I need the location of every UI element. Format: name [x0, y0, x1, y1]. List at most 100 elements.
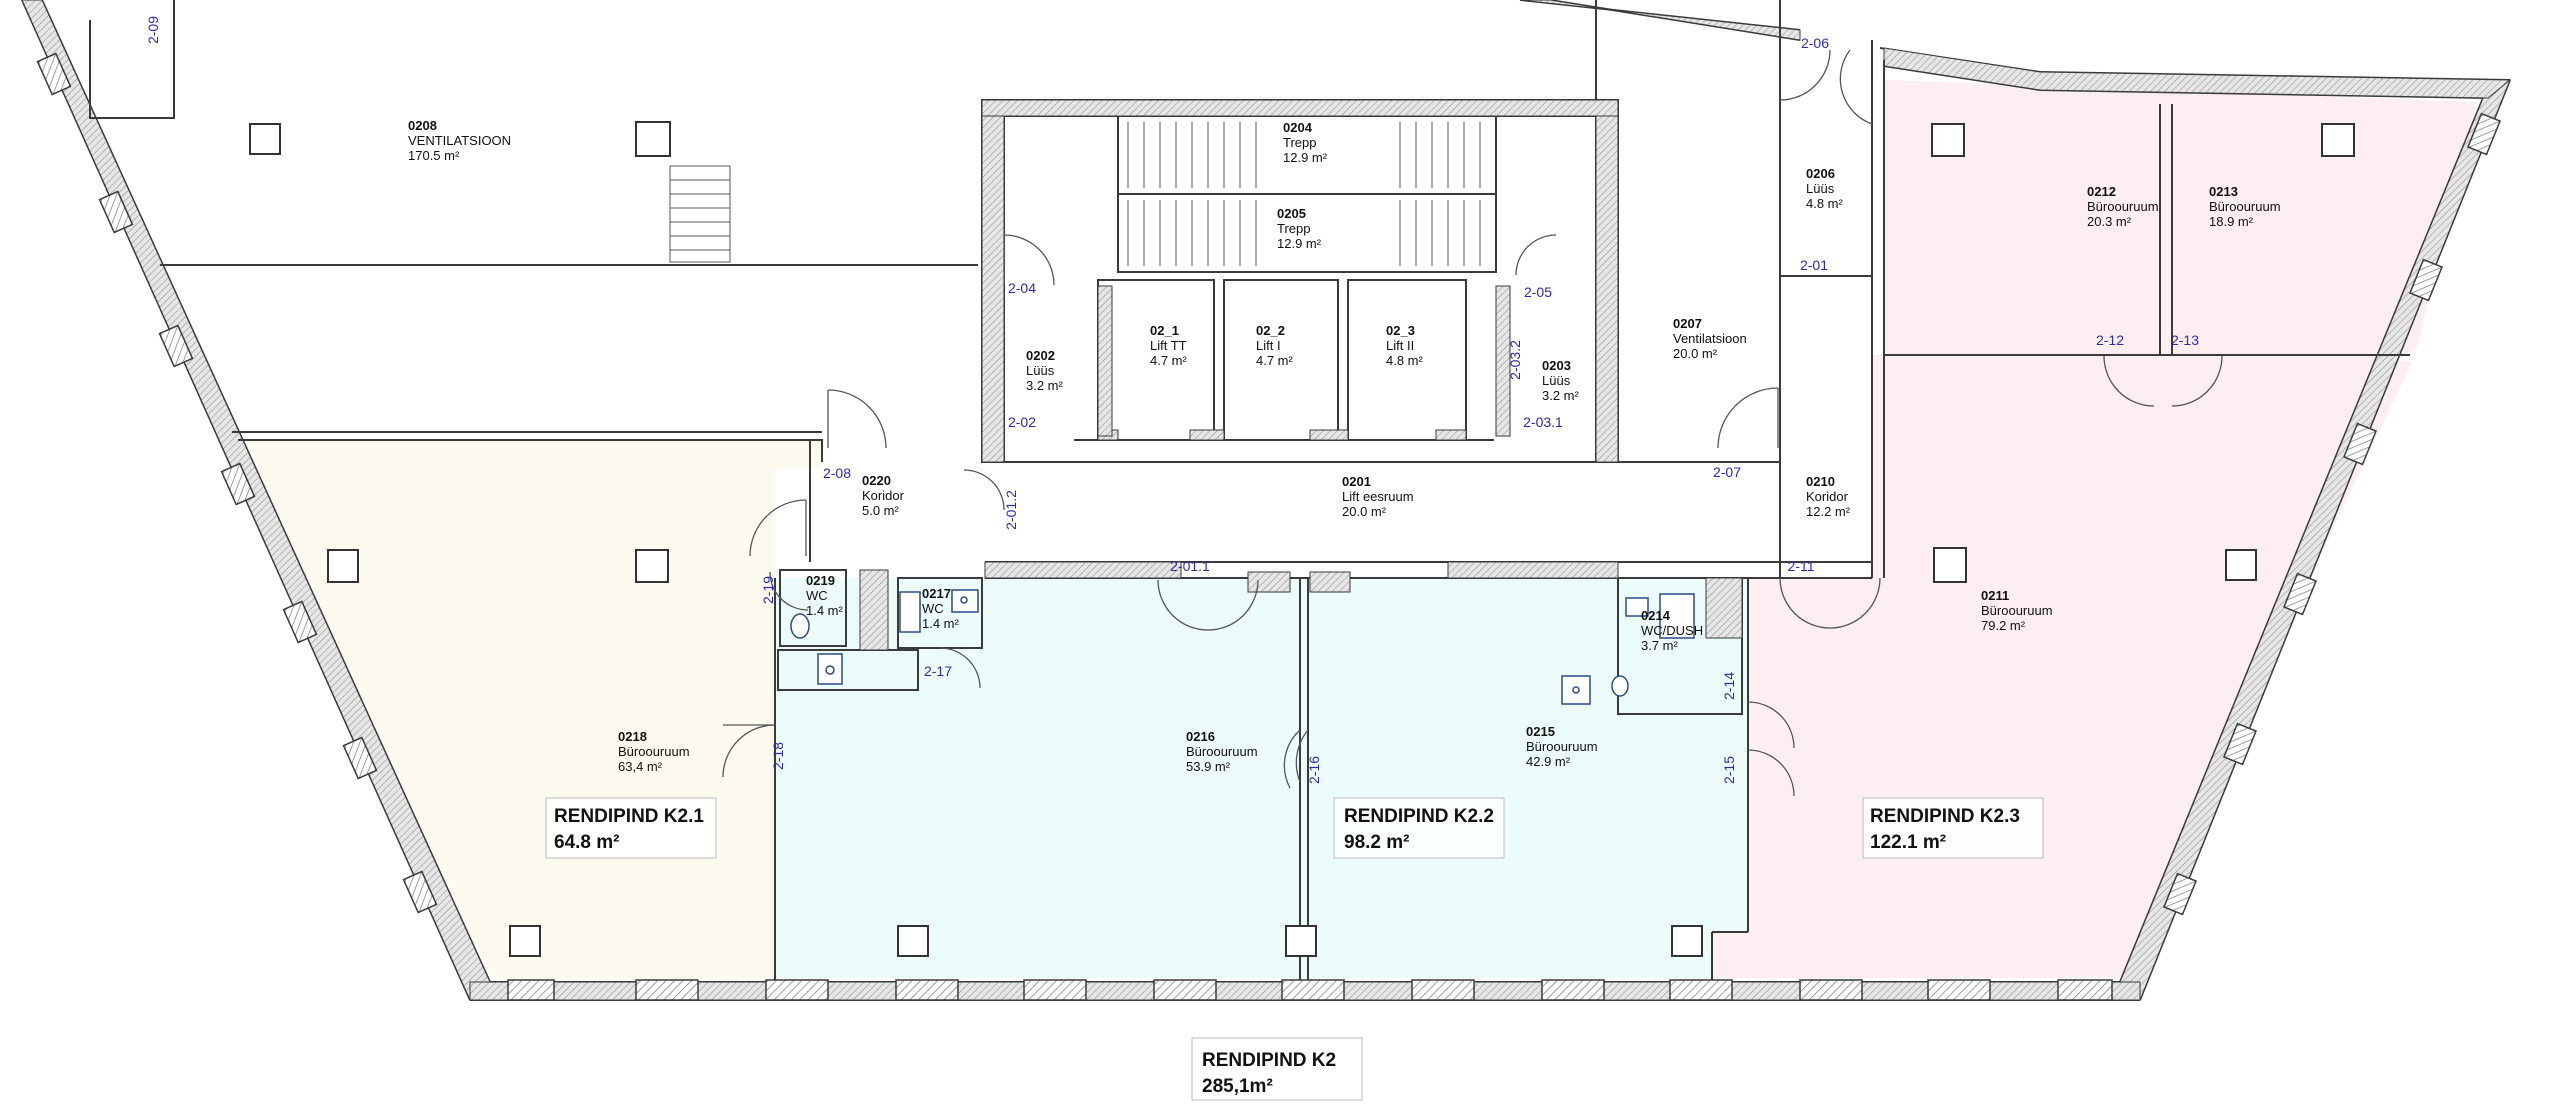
room-area: 4.8 m² [1806, 196, 1844, 211]
windows-left [36, 52, 438, 914]
room-num: 0204 [1283, 120, 1313, 135]
room-num: 0218 [618, 729, 647, 744]
room-area: 12.9 m² [1283, 150, 1328, 165]
room-name: Lüüs [1026, 363, 1055, 378]
door-label-2-14: 2-14 [1721, 672, 1737, 700]
room-area: 20.0 m² [1673, 346, 1718, 361]
room-name: Büroouruum [1186, 744, 1258, 759]
windows-bottom [507, 979, 2113, 1001]
columns [249, 121, 2355, 957]
door-label-2-02: 2-02 [1008, 414, 1036, 430]
door-label-2-16: 2-16 [1306, 756, 1322, 784]
room-name: Trepp [1283, 135, 1316, 150]
room-name: Koridor [862, 488, 905, 503]
rent-unit-k22-title: RENDIPIND K2.2 [1344, 806, 1494, 827]
sanitary-fixtures [790, 589, 1695, 705]
room-name: Lüüs [1542, 373, 1571, 388]
room-area: 170.5 m² [408, 148, 460, 163]
room-name: Lüüs [1806, 181, 1835, 196]
room-name: WC/DUSH [1641, 623, 1703, 638]
door-label-2-12: 2-12 [2096, 332, 2124, 348]
room-area: 12.2 m² [1806, 504, 1851, 519]
door-label-2-13: 2-13 [2171, 332, 2199, 348]
room-name: Büroouruum [2209, 199, 2281, 214]
room-name: Trepp [1277, 221, 1310, 236]
door-label-2-07: 2-07 [1713, 464, 1741, 480]
rent-unit-k21-box [545, 797, 717, 859]
room-num: 02_3 [1386, 323, 1415, 338]
room-name: WC [806, 588, 828, 603]
door-label-2-09: 2-09 [145, 16, 161, 44]
room-num: 0215 [1526, 724, 1555, 739]
room-num: 0212 [2087, 184, 2116, 199]
door-swings [722, 49, 2223, 797]
rent-area-k23-fill [1712, 80, 2478, 978]
rent-unit-k21-title: RENDIPIND K2.1 [554, 806, 704, 827]
room-area: 20.3 m² [2087, 214, 2132, 229]
core-wall-hatch [859, 99, 1743, 651]
room-name: Koridor [1806, 489, 1849, 504]
door-label-2-19: 2-19 [760, 576, 776, 604]
door-label-2-03.1: 2-03.1 [1523, 414, 1563, 430]
rent-unit-k21: RENDIPIND K2.1 64.8 m² [545, 797, 717, 859]
door-label-2-17: 2-17 [924, 663, 952, 679]
rent-unit-k21-area: 64.8 m² [554, 832, 619, 853]
room-num: 0213 [2209, 184, 2238, 199]
rent-unit-k23: RENDIPIND K2.3 122.1 m² [1862, 797, 2044, 859]
room-name: Büroouruum [1526, 739, 1598, 754]
room-name: Büroouruum [1981, 603, 2053, 618]
room-num: 0206 [1806, 166, 1835, 181]
room-area: 3.2 m² [1542, 388, 1580, 403]
rent-unit-k23-title: RENDIPIND K2.3 [1870, 806, 2020, 827]
door-label-2-18: 2-18 [770, 742, 786, 770]
room-area: 20.0 m² [1342, 504, 1387, 519]
room-num: 0214 [1641, 608, 1671, 623]
room-name: VENTILATSIOON [408, 133, 511, 148]
rent-area-k22-fill [776, 578, 1748, 978]
room-name: WC [922, 601, 944, 616]
rent-total: RENDIPIND K2 285,1m² [1191, 1037, 1363, 1101]
stair-treads [669, 122, 1481, 266]
room-name: Lift eesruum [1342, 489, 1414, 504]
room-area: 5.0 m² [862, 503, 900, 518]
room-num: 0201 [1342, 474, 1371, 489]
door-label-2-01: 2-01 [1800, 257, 1828, 273]
facade-hatch [21, 0, 2512, 1001]
door-label-2-03.2: 2-03.2 [1507, 340, 1523, 380]
rent-unit-k23-box [1862, 797, 2044, 859]
rent-unit-k22-area: 98.2 m² [1344, 832, 1409, 853]
room-area: 63,4 m² [618, 759, 663, 774]
room-num: 02_2 [1256, 323, 1285, 338]
room-area: 1.4 m² [806, 603, 844, 618]
door-label-2-04: 2-04 [1008, 280, 1036, 296]
room-name: Büroouruum [618, 744, 690, 759]
door-label-2-01.1: 2-01.1 [1170, 558, 1210, 574]
room-num: 0205 [1277, 206, 1306, 221]
room-area: 1.4 m² [922, 616, 960, 631]
room-area: 3.2 m² [1026, 378, 1064, 393]
rent-unit-k23-area: 122.1 m² [1870, 832, 1946, 853]
room-name: Büroouruum [2087, 199, 2159, 214]
rent-area-k21-fill [238, 440, 822, 978]
room-area: 4.8 m² [1386, 353, 1424, 368]
room-name: Lift TT [1150, 338, 1187, 353]
room-num: 0203 [1542, 358, 1571, 373]
room-num: 0220 [862, 473, 891, 488]
rent-total-box [1191, 1037, 1363, 1101]
room-area: 18.9 m² [2209, 214, 2254, 229]
